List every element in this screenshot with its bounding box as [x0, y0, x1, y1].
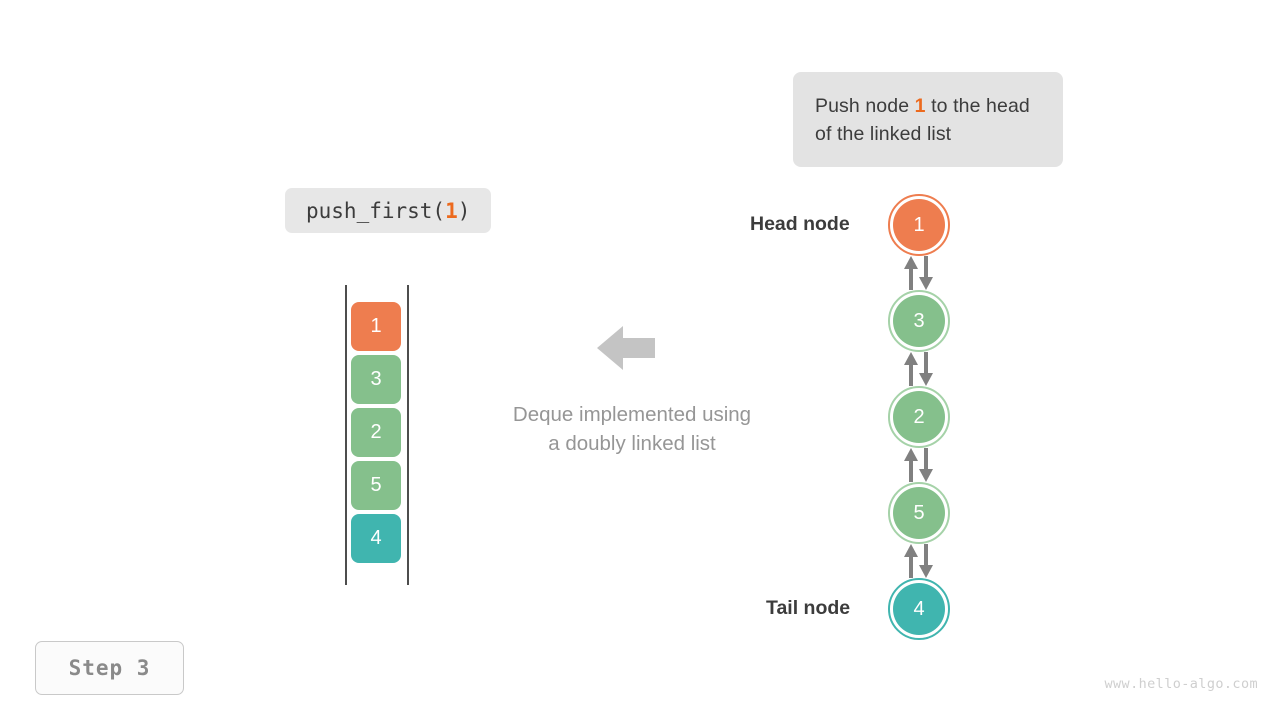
- linked-list-node: 3: [888, 290, 950, 352]
- step-badge-label: Step 3: [68, 656, 151, 680]
- code-argument: 1: [445, 198, 458, 223]
- code-pill: push_first(1): [285, 188, 492, 233]
- arrow-up-icon: [904, 256, 918, 290]
- array-cell-value: 3: [370, 368, 382, 390]
- callout-text-after: to the head of the linked list: [815, 94, 1030, 145]
- linked-list-node-value: 2: [893, 391, 945, 443]
- array-cell-value: 2: [370, 421, 382, 443]
- linked-list-node: 4: [888, 578, 950, 640]
- head-node-label: Head node: [750, 213, 850, 235]
- linked-list: 1 3 2 5 4: [888, 194, 952, 640]
- code-prefix: push_first(: [306, 198, 446, 223]
- array-cell-value: 4: [370, 527, 382, 549]
- array-cell: 5: [351, 461, 401, 510]
- linked-list-node-value: 3: [893, 295, 945, 347]
- array-cell: 3: [351, 355, 401, 404]
- caption-line-1: Deque implemented using: [512, 403, 752, 426]
- array-cell-value: 5: [370, 474, 382, 496]
- arrow-down-icon: [919, 352, 933, 386]
- array-cell: 4: [351, 514, 401, 563]
- node-connector-bidirectional: [888, 256, 950, 290]
- operation-callout-text: Push node 1 to the head of the linked li…: [815, 92, 1041, 148]
- array-cell: 2: [351, 408, 401, 457]
- linked-list-node: 5: [888, 482, 950, 544]
- array-cell-list: 1 3 2 5 4: [351, 302, 401, 563]
- callout-text-before: Push node: [815, 94, 915, 117]
- arrow-down-icon: [919, 544, 933, 578]
- arrow-left-icon: [597, 326, 655, 370]
- operation-callout: Push node 1 to the head of the linked li…: [793, 72, 1063, 167]
- node-connector-bidirectional: [888, 448, 950, 482]
- array-cell: 1: [351, 302, 401, 351]
- diagram-caption: Deque implemented using a doubly linked …: [472, 400, 792, 458]
- arrow-up-icon: [904, 352, 918, 386]
- linked-list-node-value: 1: [893, 199, 945, 251]
- callout-highlight-value: 1: [914, 94, 926, 117]
- linked-list-node: 1: [888, 194, 950, 256]
- arrow-down-icon: [919, 256, 933, 290]
- watermark: www.hello-algo.com: [1104, 676, 1258, 692]
- caption-line-2: a doubly linked list: [548, 432, 716, 455]
- linked-list-node-value: 5: [893, 487, 945, 539]
- arrow-down-icon: [919, 448, 933, 482]
- node-connector-bidirectional: [888, 544, 950, 578]
- step-badge: Step 3: [35, 641, 184, 695]
- node-connector-bidirectional: [888, 352, 950, 386]
- code-suffix: ): [457, 198, 471, 223]
- arrow-up-icon: [904, 544, 918, 578]
- linked-list-node-value: 4: [893, 583, 945, 635]
- array-rail-left: [345, 285, 347, 585]
- code-pill-text: push_first(1): [306, 199, 470, 223]
- array-representation: 1 3 2 5 4: [345, 285, 409, 585]
- arrow-up-icon: [904, 448, 918, 482]
- linked-list-node: 2: [888, 386, 950, 448]
- array-cell-value: 1: [370, 315, 382, 337]
- array-rail-right: [407, 285, 409, 585]
- tail-node-label: Tail node: [766, 597, 851, 619]
